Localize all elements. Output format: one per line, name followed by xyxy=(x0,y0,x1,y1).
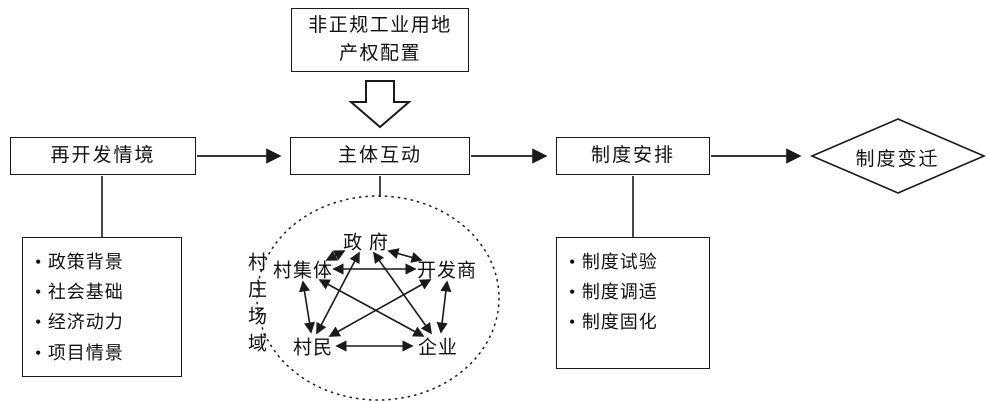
institution-item-experiment: 制度试验 xyxy=(569,247,703,277)
node-villagers: 村民 xyxy=(292,337,334,359)
edge-developer-villagers xyxy=(328,279,432,337)
node-government: 政 府 xyxy=(343,232,389,254)
node-village-collective: 村集体 xyxy=(272,260,334,282)
edge-collective-villagers xyxy=(298,280,316,334)
context-item-economic: 经济动力 xyxy=(35,307,175,337)
vertical-connectors xyxy=(101,176,634,237)
stage-redevelopment-context: 再开发情境 xyxy=(10,137,196,175)
context-item-social: 社会基础 xyxy=(35,277,175,307)
institution-process-box: 制度试验 制度调适 制度固化 xyxy=(556,237,710,369)
node-developer: 开发商 xyxy=(416,260,478,282)
village-field-label: 村庄场域 xyxy=(245,252,266,360)
context-item-policy: 政策背景 xyxy=(35,247,175,277)
network-edges xyxy=(298,248,452,352)
diamond-shape xyxy=(809,118,987,194)
edge-developer-enterprise xyxy=(436,280,452,334)
title-line1: 非正规工业用地 xyxy=(308,14,452,36)
stage-institutional-change: 制度变迁 xyxy=(855,149,940,170)
institution-item-adaptation: 制度调适 xyxy=(569,277,703,307)
title-line2: 产权配置 xyxy=(338,43,421,64)
stage-institutional-arrangement: 制度安排 xyxy=(556,137,710,175)
stage-actor-interaction: 主体互动 xyxy=(290,137,470,175)
down-block-arrow xyxy=(348,80,412,129)
institution-item-solidification: 制度固化 xyxy=(569,307,703,337)
title-box: 非正规工业用地 产权配置 xyxy=(291,8,469,72)
context-item-project: 项目情景 xyxy=(35,338,175,368)
node-enterprise: 企业 xyxy=(417,337,459,359)
edge-collective-enterprise xyxy=(318,279,425,337)
context-factors-box: 政策背景 社会基础 经济动力 项目情景 xyxy=(22,237,182,377)
village-field-ellipse xyxy=(256,195,500,401)
